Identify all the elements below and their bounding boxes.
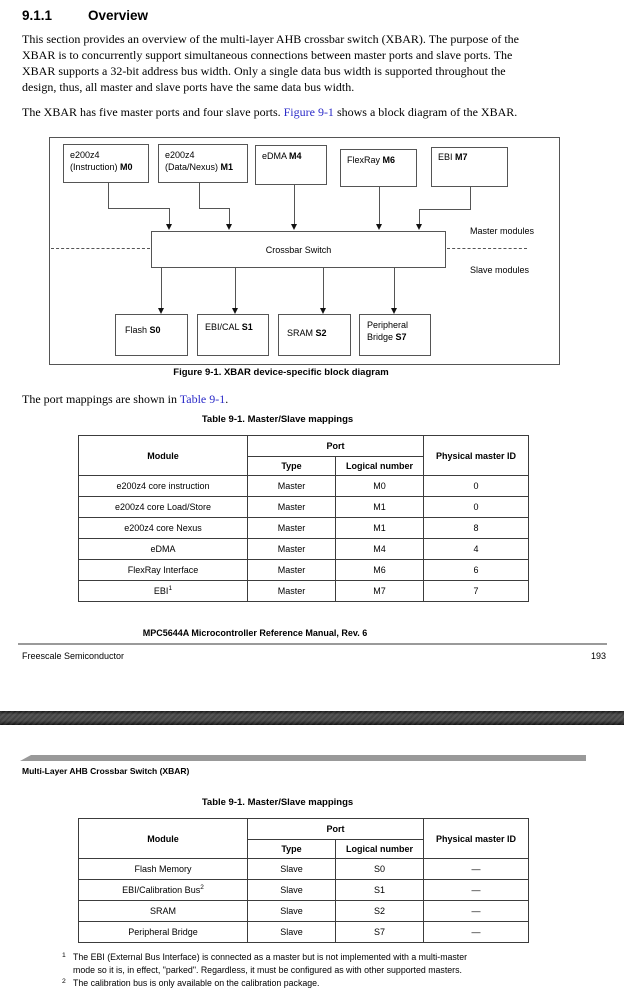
footnote-text-line: The calibration bus is only available on…: [73, 978, 320, 988]
slave-box-s7: Peripheral Bridge S7: [359, 314, 431, 356]
master-box-m6: FlexRay M6: [340, 149, 417, 187]
section-heading: 9.1.1 Overview: [22, 8, 148, 23]
figure-caption: Figure 9-1. XBAR device-specific block d…: [173, 367, 389, 378]
arrow-down-icon: [319, 308, 326, 314]
footer-vendor: Freescale Semiconductor: [22, 651, 125, 661]
paragraph-line: XBAR supports a 32-bit address bus width…: [22, 64, 506, 78]
paragraph-line: design, thus, all master and slave ports…: [22, 80, 355, 94]
table-2-title: Table 9-1. Master/Slave mappings: [201, 797, 354, 808]
arrow-down-icon: [390, 308, 397, 314]
table-1-title: Table 9-1. Master/Slave mappings: [201, 414, 354, 425]
xbar-block-diagram: e200z4 (Instruction) M0 e200z4 (Data/Nex…: [49, 137, 560, 365]
footnote-number: 2: [62, 978, 66, 985]
crossbar-switch-box: Crossbar Switch: [151, 231, 446, 268]
boundary-dashed-line: [51, 248, 150, 249]
slave-box-s1: EBI/CAL S1: [197, 314, 269, 356]
connector-line: [199, 183, 200, 208]
arrow-down-icon: [165, 224, 172, 230]
footnote-number: 1: [62, 952, 66, 959]
connector-line: [161, 268, 162, 308]
footnote-1: 1 The EBI (External Bus Interface) is co…: [62, 951, 467, 976]
section-number: 9.1.1: [22, 8, 53, 23]
arrow-down-icon: [290, 224, 297, 230]
col-header-physical: Physical master ID: [423, 818, 529, 859]
connector-line: [199, 208, 230, 209]
slave-box-s0: Flash S0: [115, 314, 188, 356]
footnote-2: 2 The calibration bus is only available …: [62, 977, 319, 990]
connector-line: [379, 187, 380, 224]
master-modules-label: Master modules: [470, 226, 535, 236]
connector-line: [419, 209, 420, 224]
col-header-port: Port: [247, 435, 424, 457]
master-box-m4: eDMA M4: [255, 145, 327, 185]
page-separator-bar: [0, 711, 624, 725]
master-slave-table-page1: Module Port Physical master ID Type Logi…: [78, 435, 529, 602]
connector-line: [108, 183, 109, 208]
col-header-logical: Logical number: [335, 456, 424, 476]
connector-line: [235, 268, 236, 308]
table-9-1-link[interactable]: Table 9-1: [179, 392, 226, 406]
master-box-m7: EBI M7: [431, 147, 508, 187]
col-header-module: Module: [78, 818, 248, 859]
col-header-type: Type: [247, 456, 336, 476]
running-head: Multi-Layer AHB Crossbar Switch (XBAR): [22, 766, 190, 776]
section-title: Overview: [88, 8, 149, 23]
table-ref-line: The port mappings are shown in Table 9-1…: [22, 392, 229, 406]
col-header-logical: Logical number: [335, 839, 424, 859]
connector-line: [294, 185, 295, 224]
connector-line: [323, 268, 324, 308]
intro-paragraph: This section provides an overview of the…: [22, 31, 519, 95]
connector-line: [108, 208, 170, 209]
footer-rule: [18, 643, 607, 645]
master-box-m1: e200z4 (Data/Nexus) M1: [158, 144, 248, 183]
footnote-text-line: The EBI (External Bus Interface) is conn…: [73, 952, 468, 962]
footer-page-number: 193: [590, 651, 606, 661]
chapter-header-bar: [20, 755, 586, 761]
connector-line: [419, 209, 471, 210]
slave-modules-label: Slave modules: [470, 265, 530, 275]
footer-manual-title: MPC5644A Microcontroller Reference Manua…: [142, 628, 368, 638]
arrow-down-icon: [375, 224, 382, 230]
slave-box-s2: SRAM S2: [278, 314, 351, 356]
connector-line: [470, 187, 471, 209]
col-header-physical: Physical master ID: [423, 435, 529, 476]
connector-line: [169, 208, 170, 224]
col-header-port: Port: [247, 818, 424, 840]
arrow-down-icon: [415, 224, 422, 230]
arrow-down-icon: [157, 308, 164, 314]
arrow-down-icon: [231, 308, 238, 314]
connector-line: [394, 268, 395, 308]
figure-9-1-link[interactable]: Figure 9-1: [283, 105, 334, 119]
master-box-m0: e200z4 (Instruction) M0: [63, 144, 149, 183]
connector-line: [229, 208, 230, 224]
paragraph-line: This section provides an overview of the…: [22, 32, 520, 46]
col-header-type: Type: [247, 839, 336, 859]
master-slave-table-page2: Module Port Physical master ID Type Logi…: [78, 818, 529, 943]
col-header-module: Module: [78, 435, 248, 476]
figure-ref-line: The XBAR has five master ports and four …: [22, 105, 518, 119]
paragraph-line: XBAR is to concurrently support simultan…: [22, 48, 513, 62]
boundary-dashed-line: [447, 248, 527, 249]
footnote-text-line: mode so it is, in effect, "parked". Rega…: [73, 964, 462, 975]
arrow-down-icon: [225, 224, 232, 230]
